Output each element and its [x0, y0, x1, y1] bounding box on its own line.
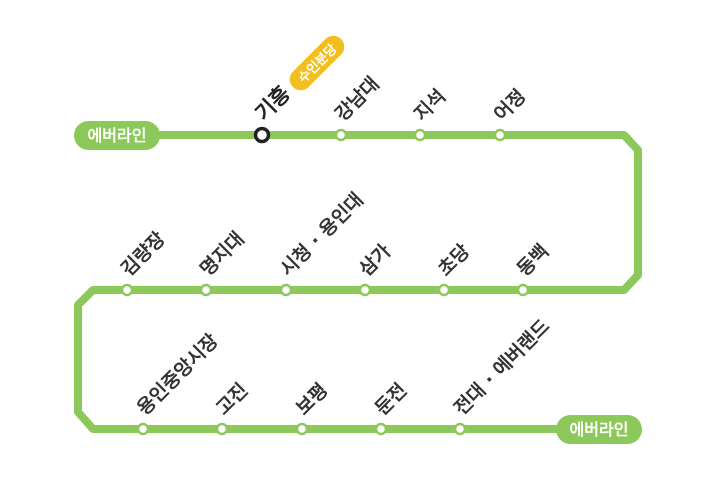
station-name: 동백	[513, 240, 553, 280]
terminal-label-end: 에버라인	[570, 420, 629, 439]
transfer-station-marker	[253, 126, 271, 144]
terminal-pill-end[interactable]: 에버라인	[556, 415, 642, 444]
station-marker	[453, 422, 467, 436]
station-name: 시청 · 용인대	[276, 189, 368, 281]
station[interactable]: 명지대	[196, 228, 249, 297]
transfer-badge: 수인분당	[289, 35, 345, 91]
station-name: 김량장	[117, 228, 170, 281]
station-name: 초당	[434, 240, 475, 281]
route-line	[74, 131, 642, 433]
station-marker	[295, 422, 309, 436]
station[interactable]: 김량장	[117, 228, 170, 297]
station-marker	[516, 283, 530, 297]
station[interactable]: 강남대	[331, 73, 384, 142]
station-name: 고진	[212, 379, 252, 419]
station-marker	[334, 128, 348, 142]
station-name: 어정	[490, 85, 530, 125]
station-marker	[413, 128, 427, 142]
station-name: 둔전	[371, 379, 411, 419]
station-marker	[279, 283, 293, 297]
station-marker	[358, 283, 372, 297]
station-marker	[437, 283, 451, 297]
terminal-label-start: 에버라인	[88, 126, 147, 145]
station-name: 삼가	[355, 240, 396, 281]
station-name: 명지대	[196, 228, 249, 281]
station[interactable]: 시청 · 용인대	[276, 189, 368, 297]
station[interactable]: 용인중앙시장	[133, 329, 223, 436]
station-marker	[199, 283, 213, 297]
station[interactable]: 전대 · 에버랜드	[450, 315, 554, 436]
station-marker	[136, 422, 150, 436]
station-name: 전대 · 에버랜드	[450, 315, 554, 419]
station-marker	[493, 128, 507, 142]
terminal-pill-start[interactable]: 에버라인	[74, 121, 160, 150]
station-marker	[120, 283, 134, 297]
station-marker	[374, 422, 388, 436]
station-name: 강남대	[331, 73, 384, 126]
station-name: 기흥	[251, 81, 295, 125]
station-name: 보평	[292, 379, 332, 419]
station-name: 지석	[410, 85, 450, 125]
station-marker	[215, 422, 229, 436]
station-name: 용인중앙시장	[133, 329, 223, 419]
